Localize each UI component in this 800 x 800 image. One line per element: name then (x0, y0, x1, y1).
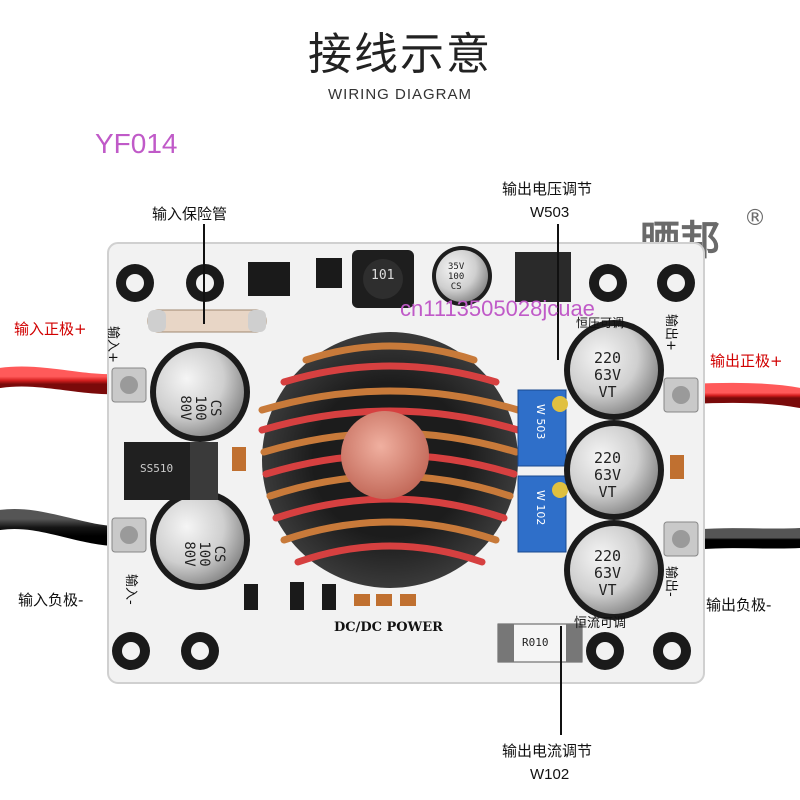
label-current-adjust: 输出电流调节 (502, 742, 593, 760)
pot-w102-marking: W 102 (534, 490, 547, 526)
wire-input-positive (0, 366, 128, 395)
silk-output-plus: 输出+ (663, 314, 678, 351)
diode-marking: SS510 (140, 462, 174, 475)
silk-output-minus: 输出- (663, 566, 678, 597)
label-input-negative: 输入负极- (18, 591, 84, 609)
small-inductor (352, 250, 414, 308)
toroid-inductor (258, 332, 522, 588)
callout-lines (203, 224, 562, 735)
potentiometers (517, 389, 568, 553)
registered-mark: ® (744, 206, 766, 231)
diode (124, 442, 218, 500)
mounting-holes (112, 264, 695, 670)
shunt-resistor (497, 623, 583, 663)
label-input-fuse: 输入保险管 (152, 205, 228, 223)
fuse (147, 309, 267, 333)
wire-output-positive (680, 382, 800, 408)
label-voltage-adjust: 输出电压调节 (502, 180, 593, 198)
inductor-marking: 101 (371, 268, 395, 283)
ic-chips (232, 252, 684, 479)
pot-w503-marking: W 503 (534, 404, 547, 440)
output-capacitors (564, 320, 664, 620)
silk-input-minus: 输入- (123, 574, 138, 605)
silk-dcdc-power: DC/DC POWER (334, 620, 443, 635)
small-capacitor (432, 246, 492, 306)
wire-output-negative (680, 528, 800, 550)
label-input-positive: 输入正极+ (14, 320, 87, 338)
label-voltage-pot: W503 (530, 204, 570, 221)
diagram-title-cn: 接线示意 (308, 29, 492, 80)
silk-constant-current: 恒流可调 (574, 616, 627, 631)
wire-input-negative (0, 509, 128, 546)
terminals (111, 367, 699, 557)
model-code: YF014 (95, 128, 178, 159)
silk-constant-voltage: 恒压可调 (576, 316, 625, 330)
watermark: cn1113505028jcuae (400, 296, 595, 321)
label-current-pot: W102 (530, 766, 570, 783)
silk-input-plus: 输入+ (105, 326, 120, 363)
label-output-positive: 输出正极+ (710, 352, 783, 370)
diagram-title-en: WIRING DIAGRAM (328, 86, 472, 103)
smd-components (244, 582, 416, 610)
shunt-marking: R010 (522, 636, 549, 649)
label-output-negative: 输出负极- (706, 596, 772, 614)
input-capacitors (150, 342, 250, 590)
